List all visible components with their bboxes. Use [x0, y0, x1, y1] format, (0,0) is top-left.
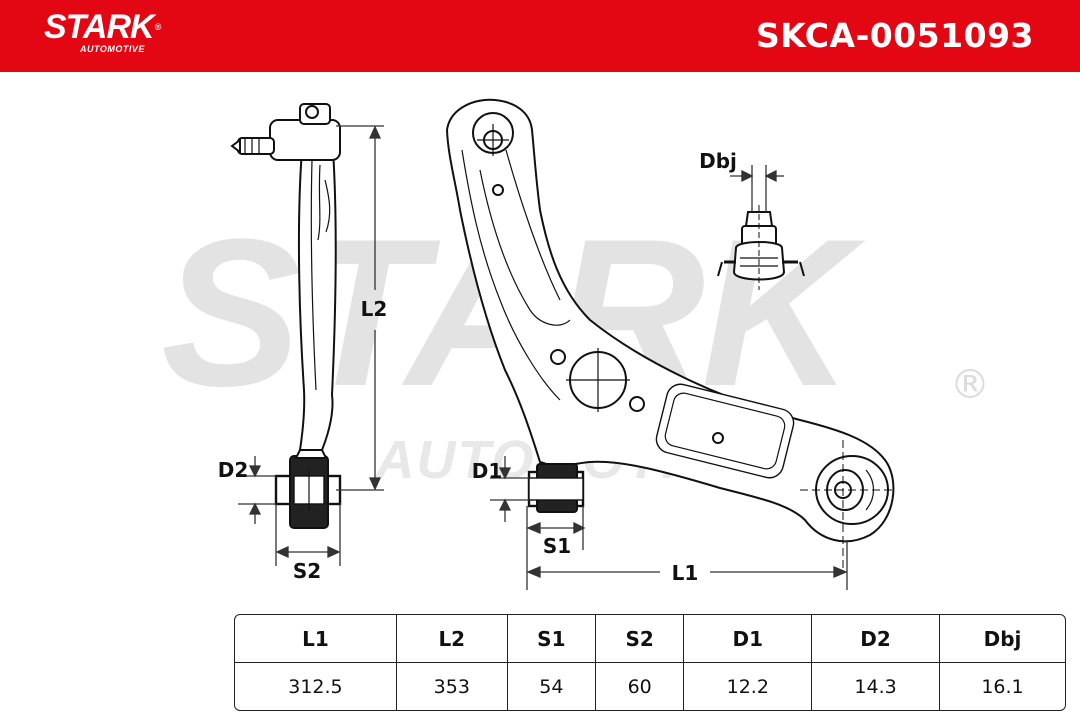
- dimension-value: 16.1: [981, 675, 1024, 698]
- brand-subtitle: AUTOMOTIVE: [80, 44, 145, 54]
- dimension-header: L2: [396, 615, 508, 663]
- label-l1: L1: [672, 561, 699, 585]
- dimension-value: 54: [508, 663, 597, 710]
- dimension-lines: [238, 125, 848, 590]
- header-bar: STARK® AUTOMOTIVE SKCA-0051093: [0, 0, 1080, 72]
- part-number: SKCA-0051093: [755, 16, 1034, 55]
- side-view-arm: [230, 103, 342, 529]
- label-s1: S1: [543, 534, 571, 558]
- watermark-registered-mark: ®: [950, 362, 990, 408]
- label-l2: L2: [361, 297, 388, 321]
- dimensions-value-row: 312.5 353 54 60 12.2 14.3 16.1: [235, 663, 1065, 710]
- dimensions-header-row: L1 L2 S1 S2 D1 D2 Dbj: [235, 615, 1065, 663]
- dimension-header: S2: [596, 615, 685, 663]
- dimension-header: D2: [812, 615, 940, 663]
- label-s2: S2: [293, 559, 321, 583]
- label-dbj: Dbj: [699, 149, 737, 173]
- stark-logo: STARK® AUTOMOTIVE: [44, 8, 162, 54]
- dimension-value: 353: [397, 663, 508, 710]
- ball-joint-detail: [717, 205, 805, 290]
- dimension-header: L1: [235, 615, 397, 663]
- label-d1: D1: [472, 459, 503, 483]
- brand-name: STARK: [44, 8, 155, 46]
- dimension-value: 60: [596, 663, 685, 710]
- dimension-header: S1: [507, 615, 597, 663]
- technical-drawing: STARK AUTOMOTIVE ®: [161, 98, 990, 590]
- dimension-value: 312.5: [235, 663, 397, 710]
- dimension-labels: L2 L1 S1 S2 D2 D1 Dbj: [218, 149, 737, 585]
- label-d2: D2: [218, 458, 249, 482]
- dimension-header: D1: [684, 615, 813, 663]
- dimension-header: Dbj: [939, 615, 1065, 663]
- dimensions-table: L1 L2 S1 S2 D1 D2 Dbj 312.5 353 54 60 12…: [234, 614, 1066, 711]
- control-arm-top-view: [445, 98, 895, 570]
- dimension-value: 14.3: [812, 663, 940, 710]
- brand-registered-mark: ®: [154, 22, 162, 32]
- dimension-value: 12.2: [684, 663, 813, 710]
